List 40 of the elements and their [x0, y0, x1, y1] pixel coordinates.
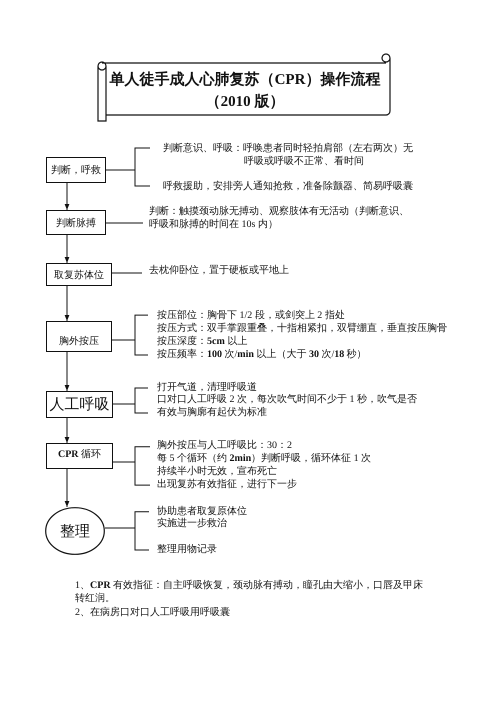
connector-line	[112, 272, 142, 274]
instruction-text: 每 5 个循环（约 2min）判断呼吸，循环体征 1 次	[157, 453, 372, 466]
arrow	[64, 234, 70, 264]
arrow	[64, 418, 70, 444]
instruction-text: 判断意识、呼吸：呼唤患者同时轻拍肩部（左右两次）无呼吸或呼吸不正常、看时间	[163, 142, 414, 168]
instruction-text: 呼救援助，安排旁人通知抢救，准备除颤器、简易呼吸囊	[163, 180, 414, 192]
step-box: CPR 循环	[46, 443, 113, 469]
note-text: 1、CPR 有效指征：自主呼吸恢复，颈动脉有搏动，瞳孔由大缩小，口唇及甲床转红润。	[75, 580, 424, 605]
step-box: 判断，呼救	[46, 157, 106, 183]
step-box: 判断脉搏	[46, 210, 106, 235]
instruction-text: 打开气道，清理呼吸道	[157, 382, 258, 394]
bracket-connector	[112, 446, 150, 486]
instruction-text: 按压方式：双手掌跟重叠，十指相紧扣，双臂绷直，垂直按压胸骨	[157, 322, 448, 336]
instruction-text: 去枕仰卧位，置于硬板或平地上	[149, 264, 290, 277]
step-box: 人工呼吸	[46, 391, 113, 418]
instruction-text: 实施进一步救治	[157, 518, 228, 530]
connector-line	[106, 222, 144, 224]
bracket-connector	[112, 314, 148, 356]
arrow	[64, 182, 70, 210]
bracket-connector	[112, 387, 148, 414]
arrow	[64, 468, 70, 508]
instruction-text: 按压深度：5cm 以上	[157, 335, 248, 348]
instruction-text: 胸外按压与人工呼吸比：30：2	[157, 440, 293, 452]
instruction-text: 按压频率：100 次/min 以上（大于 30 次/18 秒）	[157, 348, 368, 362]
arrow	[64, 286, 70, 322]
step-box: 取复苏体位	[46, 263, 112, 286]
bracket-connector	[106, 148, 150, 186]
arrow	[64, 352, 70, 392]
instruction-text: 出现复苏有效指征，进行下一步	[157, 478, 298, 492]
instruction-text: 按压部位：胸骨下 1/2 段，或剑突上 2 指处	[157, 308, 346, 322]
step-box: 胸外按压	[46, 321, 112, 352]
bracket-connector	[104, 511, 150, 550]
instruction-text: 判断：触摸颈动脉无搏动、观察肢体有无活动（判断意识、呼吸和脉搏的时间在 10s 内）	[149, 205, 410, 232]
note-text: 2、在病房口对口人工呼吸用呼吸囊	[75, 606, 231, 619]
title: 单人徒手成人心肺复苏（CPR）操作流程（2010 版）	[108, 70, 382, 112]
instruction-text: 口对口人工呼吸 2 次，每次吹气时间不少于 1 秒，吹气是否有效与胸廓有起伏为标准	[157, 394, 418, 420]
end-oval: 整理	[45, 507, 105, 555]
instruction-text: 持续半小时无效，宣布死亡	[157, 466, 278, 478]
instruction-text: 协助患者取复原体位	[157, 506, 248, 518]
instruction-text: 整理用物记录	[157, 544, 218, 556]
